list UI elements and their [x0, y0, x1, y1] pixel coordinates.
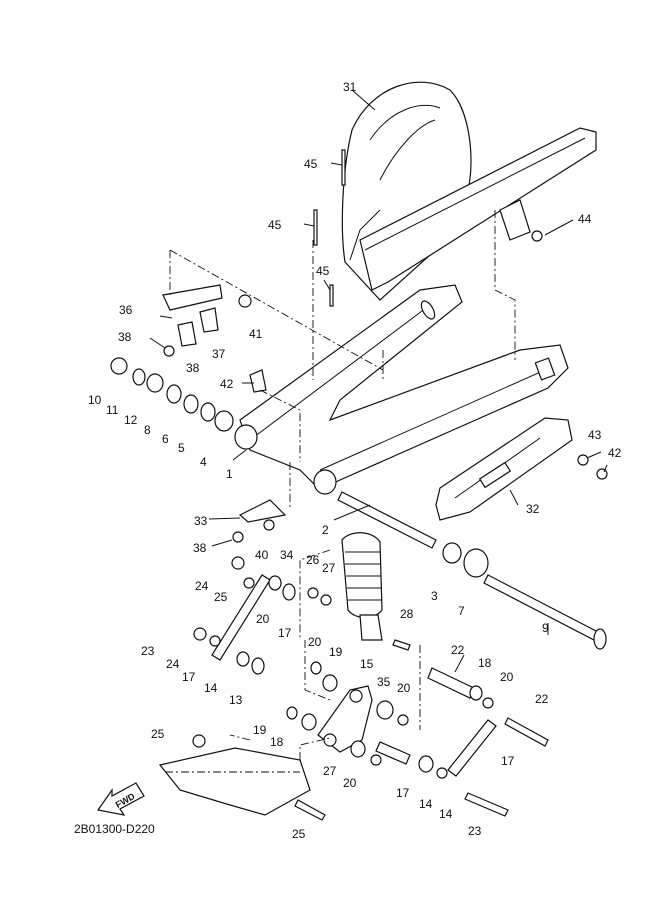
callout-label: 38 — [186, 361, 200, 375]
callout-label: 25 — [151, 727, 165, 741]
callout-label: 14 — [204, 681, 218, 695]
callout-label: 25 — [292, 827, 306, 841]
diagram-code: 2B01300-D220 — [74, 822, 155, 836]
callout-label: 32 — [526, 502, 540, 516]
callout-label: 4 — [200, 455, 207, 469]
callout-label: 9 — [542, 621, 549, 635]
callout-numbers: 31 45 45 45 44 36 38 41 37 38 42 10 11 1… — [74, 80, 622, 841]
callout-label: 38 — [193, 541, 207, 555]
callout-label: 34 — [280, 548, 294, 562]
chain-guard-upper — [359, 127, 597, 291]
callout-label: 31 — [343, 80, 357, 94]
callout-label: 18 — [270, 735, 284, 749]
callout-label: 24 — [166, 657, 180, 671]
callout-label: 11 — [106, 403, 119, 417]
callout-label: 19 — [253, 723, 267, 737]
callout-label: 19 — [329, 645, 343, 659]
callout-label: 37 — [212, 347, 226, 361]
callout-label: 45 — [268, 218, 282, 232]
relay-arm — [317, 685, 373, 753]
callout-label: 38 — [118, 330, 132, 344]
callout-label: 22 — [451, 643, 465, 657]
chain-guard-lower — [435, 417, 573, 521]
callout-label: 20 — [397, 681, 411, 695]
callout-label: 45 — [316, 264, 330, 278]
callout-label: 20 — [343, 776, 357, 790]
callout-label: 8 — [144, 423, 151, 437]
rear-axle — [483, 574, 607, 650]
callout-label: 14 — [439, 807, 453, 821]
callout-label: 7 — [458, 604, 465, 618]
callout-label: 24 — [195, 579, 209, 593]
callout-label: 1 — [226, 467, 233, 481]
callout-label: 17 — [501, 754, 515, 768]
rear-shock — [341, 532, 383, 641]
frame-bracket — [158, 747, 311, 816]
callout-label: 26 — [306, 553, 320, 567]
callout-label: 25 — [214, 590, 228, 604]
callout-label: 23 — [141, 644, 155, 658]
callout-label: 20 — [500, 670, 514, 684]
leader-lines — [149, 89, 608, 673]
connecting-rods — [211, 574, 497, 777]
callout-label: 17 — [396, 786, 410, 800]
callout-label: 28 — [400, 607, 414, 621]
callout-label: 14 — [419, 797, 433, 811]
callout-label: 27 — [322, 561, 336, 575]
callout-label: 6 — [162, 432, 169, 446]
callout-label: 15 — [360, 657, 374, 671]
fwd-arrow: FWD — [96, 782, 145, 816]
callout-label: 44 — [578, 212, 592, 226]
callout-label: 23 — [468, 824, 482, 838]
callout-label: 20 — [256, 612, 270, 626]
callout-label: 22 — [535, 692, 549, 706]
callout-label: 5 — [178, 441, 185, 455]
callout-label: 2 — [322, 523, 329, 537]
callout-label: 42 — [220, 377, 234, 391]
callout-label: 33 — [194, 514, 208, 528]
callout-label: 12 — [124, 413, 138, 427]
callout-label: 41 — [249, 327, 263, 341]
callout-label: 43 — [588, 428, 602, 442]
pivot-shaft — [337, 491, 489, 578]
callout-label: 27 — [323, 764, 337, 778]
callout-label: 18 — [478, 656, 492, 670]
callout-label: 13 — [229, 693, 243, 707]
callout-label: 36 — [119, 303, 133, 317]
callout-label: 20 — [308, 635, 322, 649]
callout-label: 42 — [608, 446, 622, 460]
swingarm — [234, 284, 569, 495]
callout-label: 10 — [88, 393, 102, 407]
callout-label: 40 — [255, 548, 269, 562]
callout-label: 3 — [431, 589, 438, 603]
bolts — [294, 149, 549, 821]
callout-label: 35 — [377, 675, 391, 689]
guide-lines — [169, 210, 516, 760]
callout-label: 17 — [182, 670, 196, 684]
brackets — [162, 284, 287, 543]
callout-label: 17 — [278, 626, 292, 640]
callout-label: 45 — [304, 157, 318, 171]
